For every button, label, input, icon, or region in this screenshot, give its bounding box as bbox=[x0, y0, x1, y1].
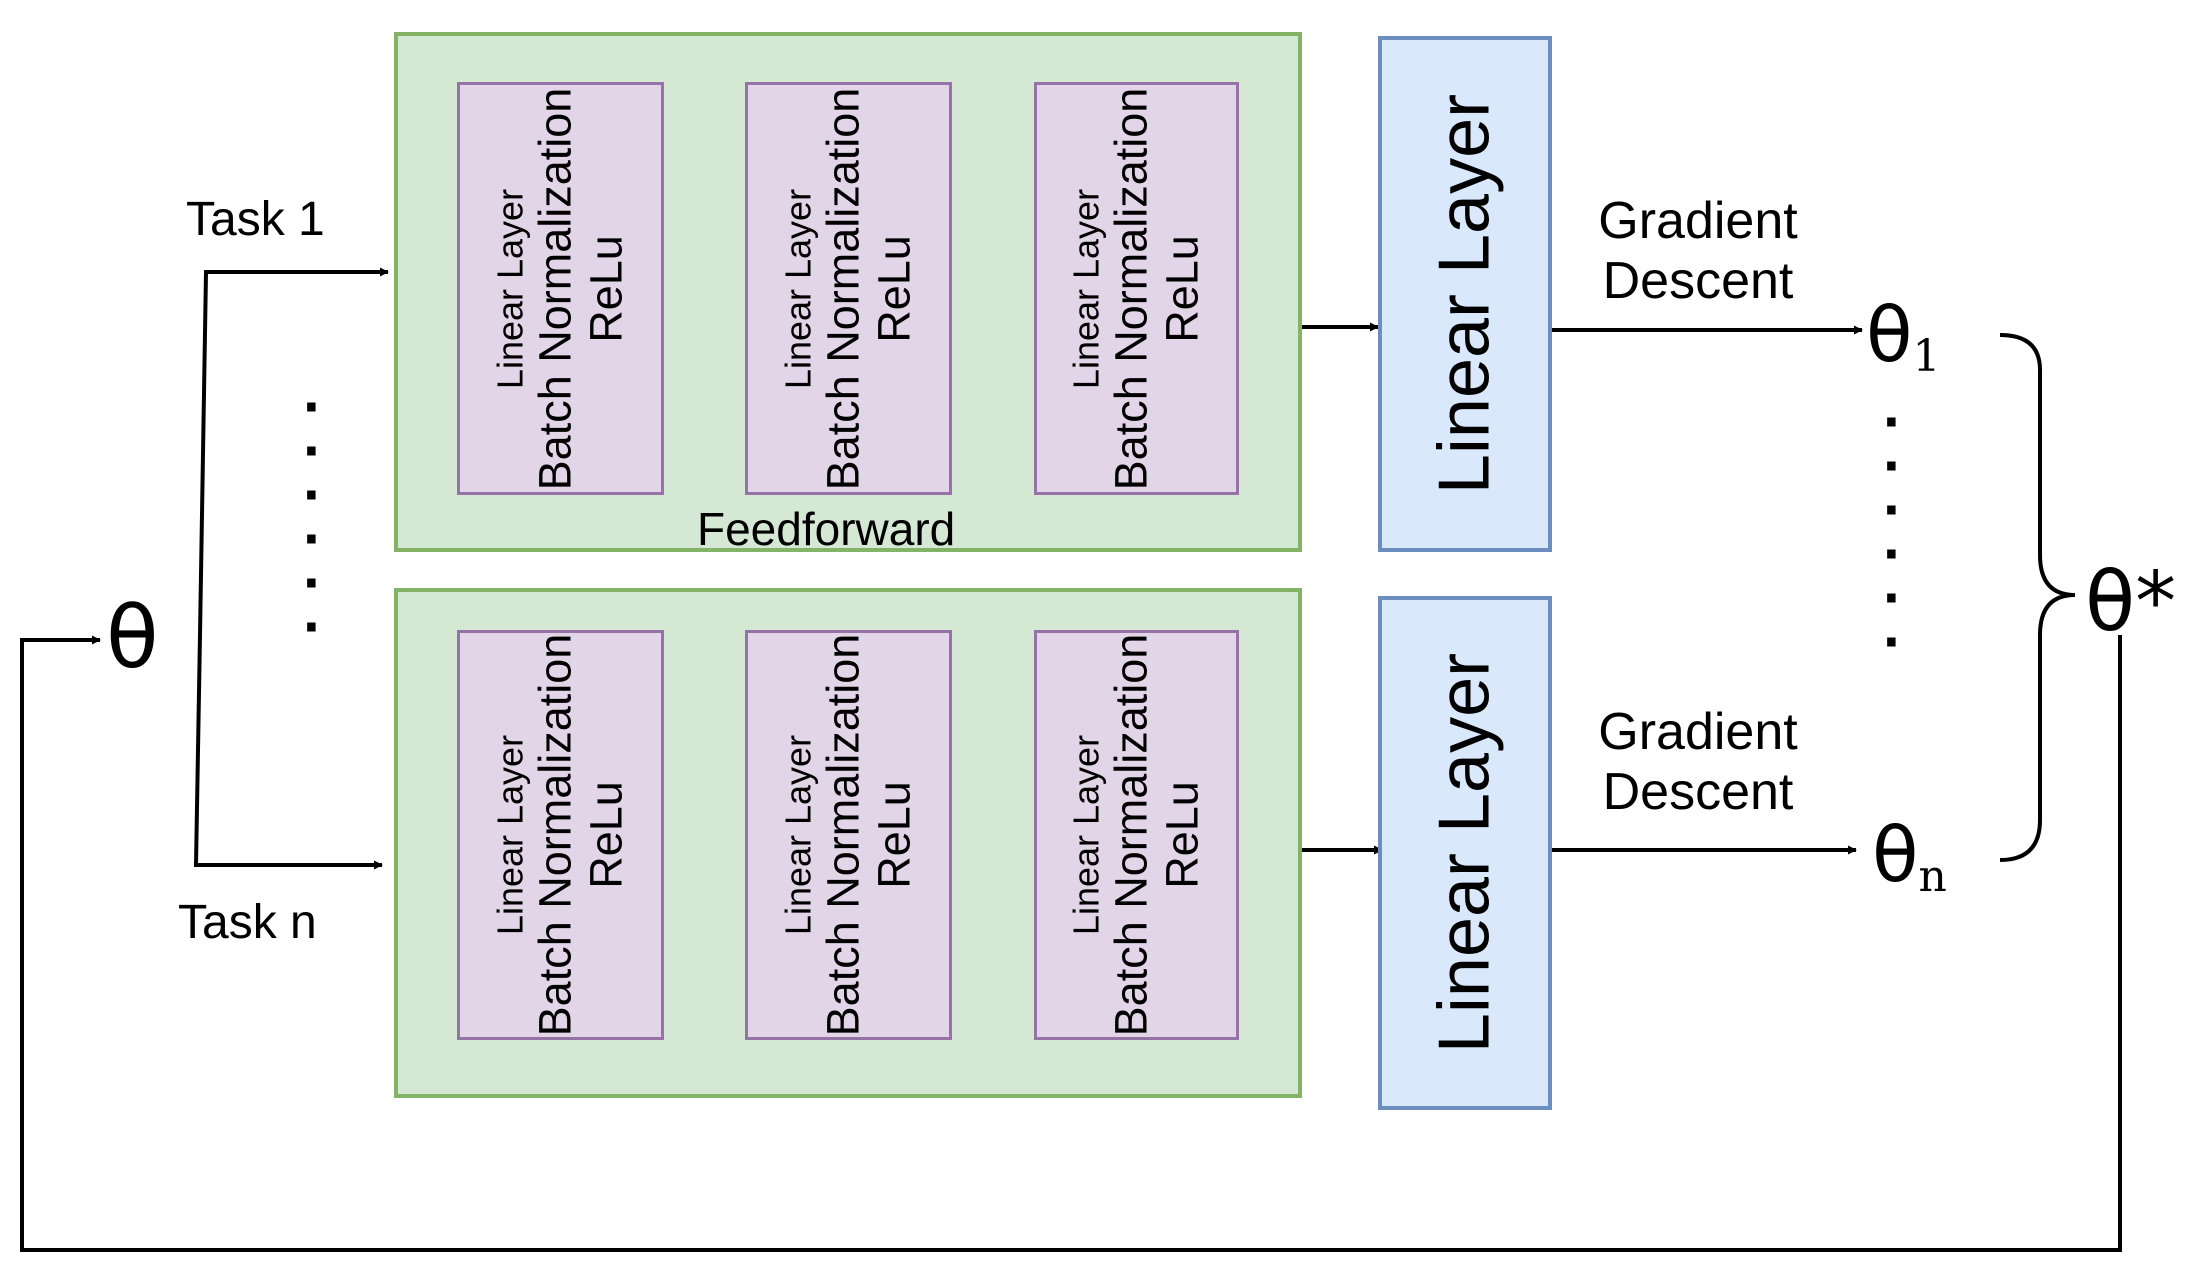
gradient-descent-label-bottom: Gradient Descent bbox=[1548, 703, 1848, 823]
task-1-label: Task 1 bbox=[186, 193, 325, 246]
feedback-loop-arrow bbox=[20, 635, 2122, 1252]
curly-brace bbox=[1999, 333, 2076, 862]
feedforward-label: Feedforward bbox=[697, 503, 956, 555]
block-line-relu: ReLu bbox=[867, 781, 919, 889]
theta-symbol: θ bbox=[1872, 810, 1919, 899]
descent-line: Descent bbox=[1602, 251, 1794, 310]
vertical-ellipsis-right: ······ bbox=[1883, 388, 1903, 675]
theta-1-label: θ1 bbox=[1866, 290, 1941, 382]
vertical-ellipsis-left: ······ bbox=[303, 373, 323, 660]
block-line-batchnorm: Batch Normalization bbox=[529, 87, 581, 490]
gradient-line: Gradient bbox=[1598, 703, 1798, 761]
descent-line: Descent bbox=[1602, 762, 1794, 821]
task-n-arrow bbox=[193, 634, 383, 870]
block-line-batchnorm: Batch Normalization bbox=[529, 633, 581, 1037]
block-line-linear: Linear Layer bbox=[488, 734, 530, 936]
block-line-relu: ReLu bbox=[1155, 234, 1207, 343]
block-line-linear: Linear Layer bbox=[1064, 734, 1106, 936]
block-line-relu: ReLu bbox=[1155, 781, 1207, 889]
block-line-linear: Linear Layer bbox=[776, 734, 818, 936]
task-1-arrow bbox=[198, 267, 389, 636]
theta-n-label: θn bbox=[1872, 810, 1947, 902]
linear-layer-box-top: Linear Layer bbox=[1378, 36, 1552, 552]
gradient-descent-label-top: Gradient Descent bbox=[1548, 192, 1848, 312]
block-line-relu: ReLu bbox=[579, 781, 631, 889]
block-line-batchnorm: Batch Normalization bbox=[1105, 87, 1157, 490]
block-line-linear: Linear Layer bbox=[1064, 188, 1106, 389]
block-line-linear: Linear Layer bbox=[776, 188, 818, 389]
theta-n-subscript: n bbox=[1918, 851, 1947, 902]
theta-1-subscript: 1 bbox=[1912, 331, 1941, 382]
block-line-batchnorm: Batch Normalization bbox=[817, 87, 869, 490]
block-line-relu: ReLu bbox=[579, 234, 631, 343]
linear-layer-label: Linear Layer bbox=[1424, 652, 1505, 1054]
block-line-relu: ReLu bbox=[867, 234, 919, 343]
task-n-label: Task n bbox=[178, 896, 317, 949]
block-line-batchnorm: Batch Normalization bbox=[817, 633, 869, 1037]
linear-layer-box-bottom: Linear Layer bbox=[1378, 596, 1552, 1110]
theta-star-label: θ* bbox=[2085, 555, 2177, 650]
gradient-line: Gradient bbox=[1598, 192, 1798, 250]
block-line-batchnorm: Batch Normalization bbox=[1105, 633, 1157, 1037]
linear-layer-label: Linear Layer bbox=[1424, 93, 1505, 495]
theta-input-label: θ bbox=[106, 588, 159, 688]
block-line-linear: Linear Layer bbox=[488, 188, 530, 389]
theta-symbol: θ bbox=[1866, 290, 1913, 379]
